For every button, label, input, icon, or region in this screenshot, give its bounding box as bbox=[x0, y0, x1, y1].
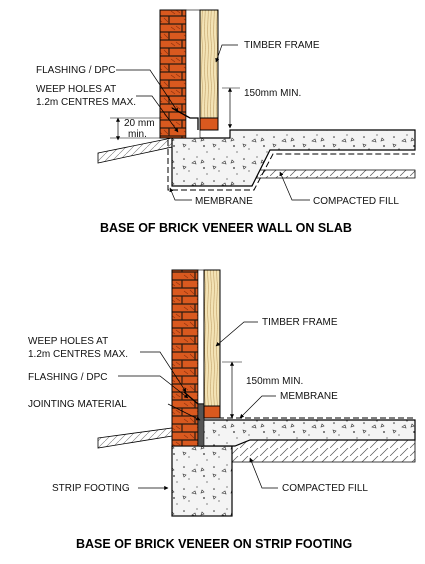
label-strip-footing: STRIP FOOTING bbox=[52, 483, 130, 494]
diagram-strip-footing bbox=[97, 269, 416, 517]
label-jointing: JOINTING MATERIAL bbox=[28, 399, 127, 410]
label-150mm-min: 150mm MIN. bbox=[244, 88, 301, 99]
label-timber-frame-2: TIMBER FRAME bbox=[262, 317, 338, 328]
label-compacted-fill-2: COMPACTED FILL bbox=[282, 483, 368, 494]
label-flashing-2: FLASHING / DPC bbox=[28, 372, 107, 383]
diagram-slab bbox=[97, 9, 416, 201]
timber-frame-bottom bbox=[203, 269, 221, 407]
slab-edge-beam bbox=[171, 129, 416, 187]
compacted-fill-top bbox=[249, 169, 416, 179]
ground-left-bottom bbox=[97, 427, 173, 449]
label-20mm: 20 mm bbox=[124, 118, 155, 129]
label-membrane-2: MEMBRANE bbox=[280, 391, 338, 402]
timber-frame-top bbox=[199, 9, 219, 119]
label-150mm-min-2: 150mm MIN. bbox=[246, 376, 303, 387]
label-weep-holes-1-2: WEEP HOLES AT bbox=[28, 336, 108, 347]
compacted-fill-bottom bbox=[231, 439, 416, 463]
labels-slab: TIMBER FRAME FLASHING / DPC WEEP HOLES A… bbox=[36, 40, 399, 235]
cavity-bottom bbox=[197, 269, 205, 421]
label-flashing: FLASHING / DPC bbox=[36, 65, 115, 76]
brick-wall-bottom bbox=[171, 269, 199, 447]
strip-footing bbox=[171, 445, 233, 517]
ground-left-top bbox=[97, 137, 173, 164]
caption-strip-footing: BASE OF BRICK VENEER ON STRIP FOOTING bbox=[76, 537, 352, 551]
caption-slab: BASE OF BRICK VENEER WALL ON SLAB bbox=[100, 221, 352, 235]
bottom-plate-top bbox=[199, 117, 219, 131]
label-weep-holes-2-2: 1.2m CENTRES MAX. bbox=[28, 349, 128, 360]
brick-wall-top bbox=[159, 9, 187, 139]
flashing-top bbox=[171, 107, 199, 130]
label-min: min. bbox=[128, 129, 147, 140]
labels-strip-footing: TIMBER FRAME WEEP HOLES AT 1.2m CENTRES … bbox=[28, 317, 368, 551]
label-weep-holes-2: 1.2m CENTRES MAX. bbox=[36, 97, 136, 108]
membrane-line-top bbox=[167, 140, 415, 191]
label-timber-frame: TIMBER FRAME bbox=[244, 40, 320, 51]
jointing-material bbox=[197, 403, 205, 447]
label-weep-holes-1: WEEP HOLES AT bbox=[36, 84, 116, 95]
bottom-plate-bottom bbox=[203, 405, 221, 419]
label-membrane: MEMBRANE bbox=[195, 196, 253, 207]
label-compacted-fill: COMPACTED FILL bbox=[313, 196, 399, 207]
